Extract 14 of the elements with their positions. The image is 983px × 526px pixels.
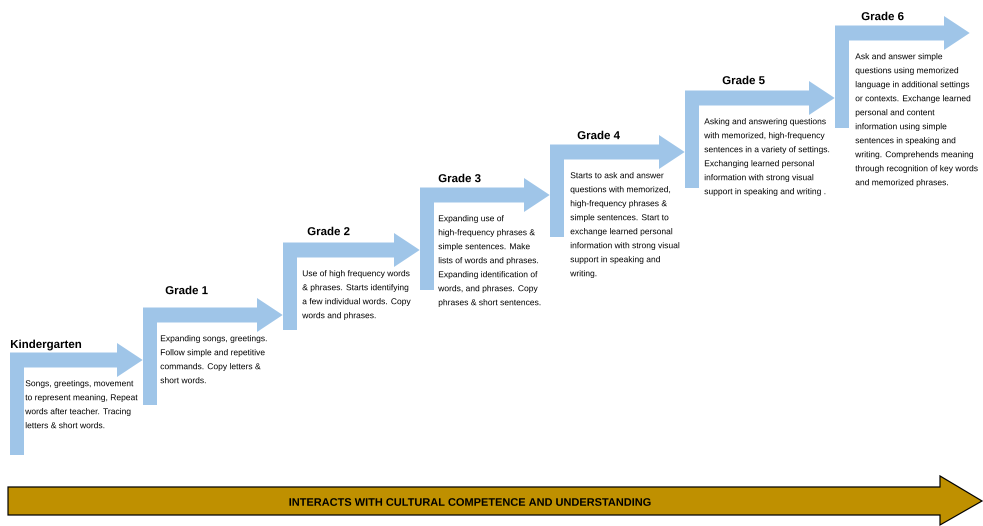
grade-step: Starts to ask and answer questions with memorized, high-frequency phrases & simple sentences. Start to exchange learned personal information with strong visual support in speaking and writing. bbox=[550, 145, 680, 278]
grade-heading: Grade 4 bbox=[578, 130, 620, 140]
grade-heading: Grade 2 bbox=[308, 226, 350, 236]
grade-heading: Grade 3 bbox=[438, 174, 481, 182]
grade-step: Expanding use of high-frequency phrases & simple sentences. Make lists of words and phrases. Expanding identification of words, and phrases. Copy phrases & short sentences. bbox=[420, 188, 540, 307]
grade-step: Expanding songs, greetings. Follow simple and repetitive commands. Copy letters & short words. bbox=[143, 308, 267, 405]
grade-step: Use of high frequency words & phrases. Starts identifying a few individual words. Copy words and phrases. bbox=[283, 243, 411, 330]
grade-heading: Grade 1 bbox=[166, 286, 208, 294]
grade-step: Songs, greetings, movement to represent meaning, Repeat words after teacher. Tracing letters & short words. bbox=[10, 353, 138, 455]
grade-step: Asking and answering questions with memorized, high-frequency sentences in a variety of settings. Exchanging learned personal information with strong visual support in speaking and writing . bbox=[685, 91, 830, 196]
grade-step: Ask and answer simple questions using memorized language in additional settings or contexts. Exchange learned personal and content information using simple sentences in speaking and writing. Comprehends meaning through recognition of key words and memorized phrases. bbox=[835, 26, 978, 187]
grade-heading: Kindergarten bbox=[10, 340, 82, 350]
grade-heading: Grade 5 bbox=[722, 76, 765, 84]
grade-heading: Grade 6 bbox=[862, 12, 904, 20]
